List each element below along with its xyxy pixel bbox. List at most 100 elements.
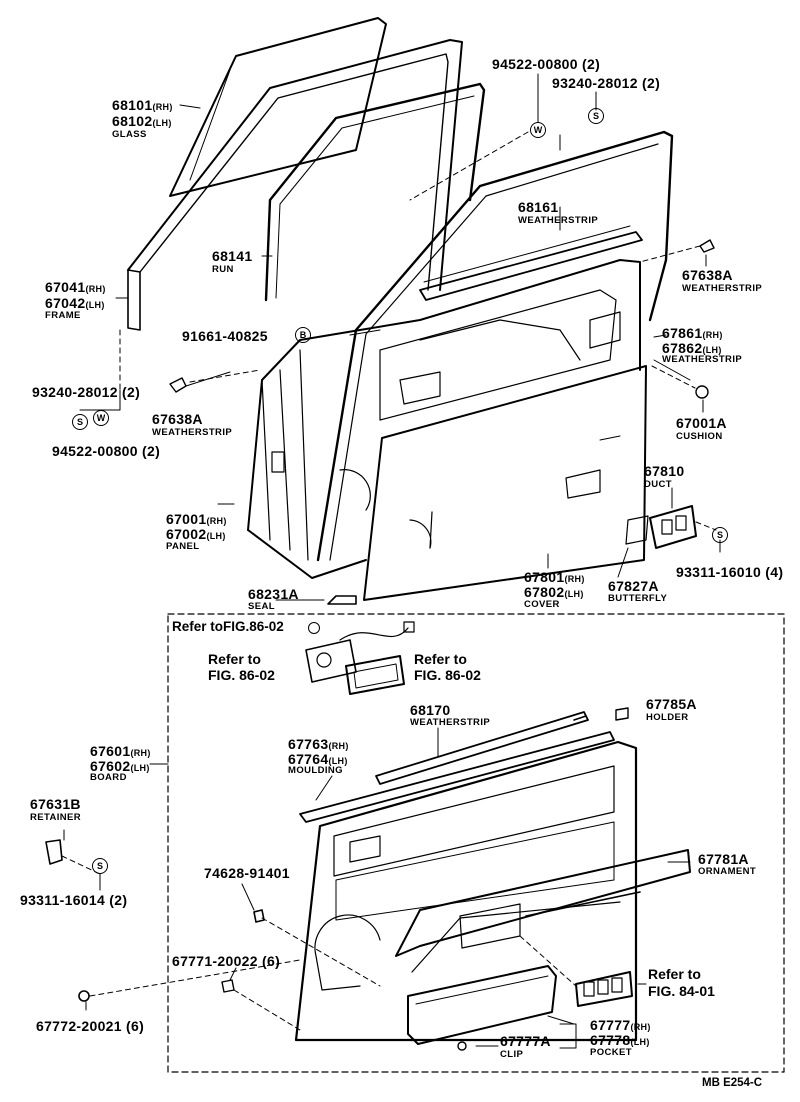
fig-84-01: FIG. 84-01 [648, 983, 715, 999]
label-weatherstrip-67862: WEATHERSTRIP [662, 354, 743, 365]
label-panel: PANEL [166, 541, 200, 552]
label-67002: 67002(LH) [166, 526, 226, 542]
label-93240-top: 93240-28012 (2) [552, 75, 661, 91]
label-67041: 67041(RH) [45, 279, 106, 295]
label-67777A: 67777A [500, 1033, 551, 1049]
label-94522-left: 94522-00800 (2) [52, 443, 161, 459]
door-panel-67001 [247, 259, 641, 579]
label-93240-left: 93240-28012 (2) [32, 384, 141, 400]
label-run: RUN [212, 264, 234, 275]
screw-mark-icon: S [72, 414, 88, 430]
label-67042: 67042(LH) [45, 295, 105, 311]
pocket-67777 [407, 965, 557, 1045]
label-pocket: POCKET [590, 1047, 632, 1058]
label-67602: 67602(LH) [90, 758, 150, 774]
washer-mark-icon: W [93, 410, 109, 426]
label-67827A: 67827A [608, 578, 659, 594]
label-67772: 67772-20021 (6) [36, 1018, 145, 1034]
label-67638A-right: 67638A [682, 267, 733, 283]
fig-86-02-right: FIG. 86-02 [414, 667, 481, 683]
label-68102: 68102(LH) [112, 113, 172, 129]
door-frame-67861 [316, 130, 674, 562]
connector-icon [308, 622, 320, 634]
screw-mark-icon-top: S [588, 108, 604, 124]
refer-box [167, 613, 785, 1073]
butterfly-67827A [625, 515, 649, 545]
label-cushion: CUSHION [676, 431, 723, 442]
cover-67801 [363, 365, 647, 601]
label-cover: COVER [524, 599, 560, 610]
label-67638A-left: 67638A [152, 411, 203, 427]
moulding-67763 [299, 731, 615, 823]
screw-74628 [253, 909, 265, 923]
refer-to-84: Refer to [648, 966, 701, 982]
label-93311-16010: 93311-16010 (4) [676, 564, 784, 580]
screw-mark-icon-retainer: S [92, 858, 108, 874]
label-67801: 67801(RH) [524, 569, 585, 585]
label-clip: CLIP [500, 1049, 524, 1060]
weatherstrip-68161 [419, 225, 643, 301]
label-68161: 68161 [518, 199, 559, 215]
label-67764: 67764(LH) [288, 751, 348, 767]
clip-67772 [78, 990, 90, 1002]
label-weatherstrip-left: WEATHERSTRIP [152, 427, 233, 438]
screw-mark-icon-duct: S [712, 527, 728, 543]
label-moulding: MOULDING [288, 765, 343, 776]
label-67771: 67771-20022 (6) [172, 953, 281, 969]
refer-to-left: Refer to [208, 651, 261, 667]
label-91661: 91661-40825 [182, 328, 268, 344]
clip-67771 [221, 979, 235, 993]
courtesy-lamp [345, 655, 405, 695]
figure-code: MB E254-C [702, 1077, 763, 1089]
holder-67785A [615, 707, 629, 721]
label-retainer: RETAINER [30, 812, 82, 823]
label-67001A: 67001A [676, 415, 727, 431]
refer-box-title: Refer toFIG.86-02 [172, 619, 284, 634]
fig-86-02-left: FIG. 86-02 [208, 667, 275, 683]
run-68141 [264, 82, 486, 302]
label-duct: DUCT [644, 479, 672, 490]
label-93311-16014: 93311-16014 (2) [20, 892, 128, 908]
power-window-switch [575, 971, 633, 1007]
label-94522-top: 94522-00800 (2) [492, 56, 601, 72]
label-67862: 67862(LH) [662, 340, 722, 356]
glass-68101 [169, 17, 387, 197]
clip-67777A [457, 1041, 467, 1051]
label-68101: 68101(RH) [112, 97, 173, 113]
label-67861: 67861(RH) [662, 325, 723, 341]
label-67781A: 67781A [698, 851, 749, 867]
label-weatherstrip-68170: WEATHERSTRIP [410, 717, 491, 728]
ornament-67781A [395, 849, 691, 957]
label-67631B: 67631B [30, 796, 81, 812]
label-frame: FRAME [45, 310, 81, 321]
label-67763: 67763(RH) [288, 736, 349, 752]
label-67810: 67810 [644, 463, 685, 479]
label-68141: 68141 [212, 248, 253, 264]
weatherstrip-67638A-left [169, 377, 187, 393]
bolt-mark-icon: B [295, 327, 311, 343]
label-67802: 67802(LH) [524, 584, 584, 600]
label-board: BOARD [90, 772, 127, 783]
leaders-lower [63, 727, 691, 1049]
label-weatherstrip-right: WEATHERSTRIP [682, 283, 763, 294]
speaker-assembly [305, 621, 415, 683]
label-ornament: ORNAMENT [698, 866, 757, 877]
seal-68231A [327, 595, 357, 605]
refer-to-right: Refer to [414, 651, 467, 667]
label-67778: 67778(LH) [590, 1032, 650, 1048]
label-67001: 67001(RH) [166, 511, 227, 527]
label-67601: 67601(RH) [90, 743, 151, 759]
label-seal: SEAL [248, 601, 275, 612]
board-67601 [294, 740, 638, 1042]
label-glass: GLASS [112, 129, 147, 140]
dashed-lines-lower [61, 855, 577, 1031]
label-67785A: 67785A [646, 696, 697, 712]
dashed-lines-upper [119, 131, 717, 531]
frame-67041 [127, 39, 463, 331]
washer-mark-icon-top: W [530, 122, 546, 138]
label-holder: HOLDER [646, 712, 689, 723]
weatherstrip-67638A-right [699, 239, 715, 253]
label-butterfly: BUTTERFLY [608, 593, 668, 604]
label-68231A: 68231A [248, 586, 299, 602]
